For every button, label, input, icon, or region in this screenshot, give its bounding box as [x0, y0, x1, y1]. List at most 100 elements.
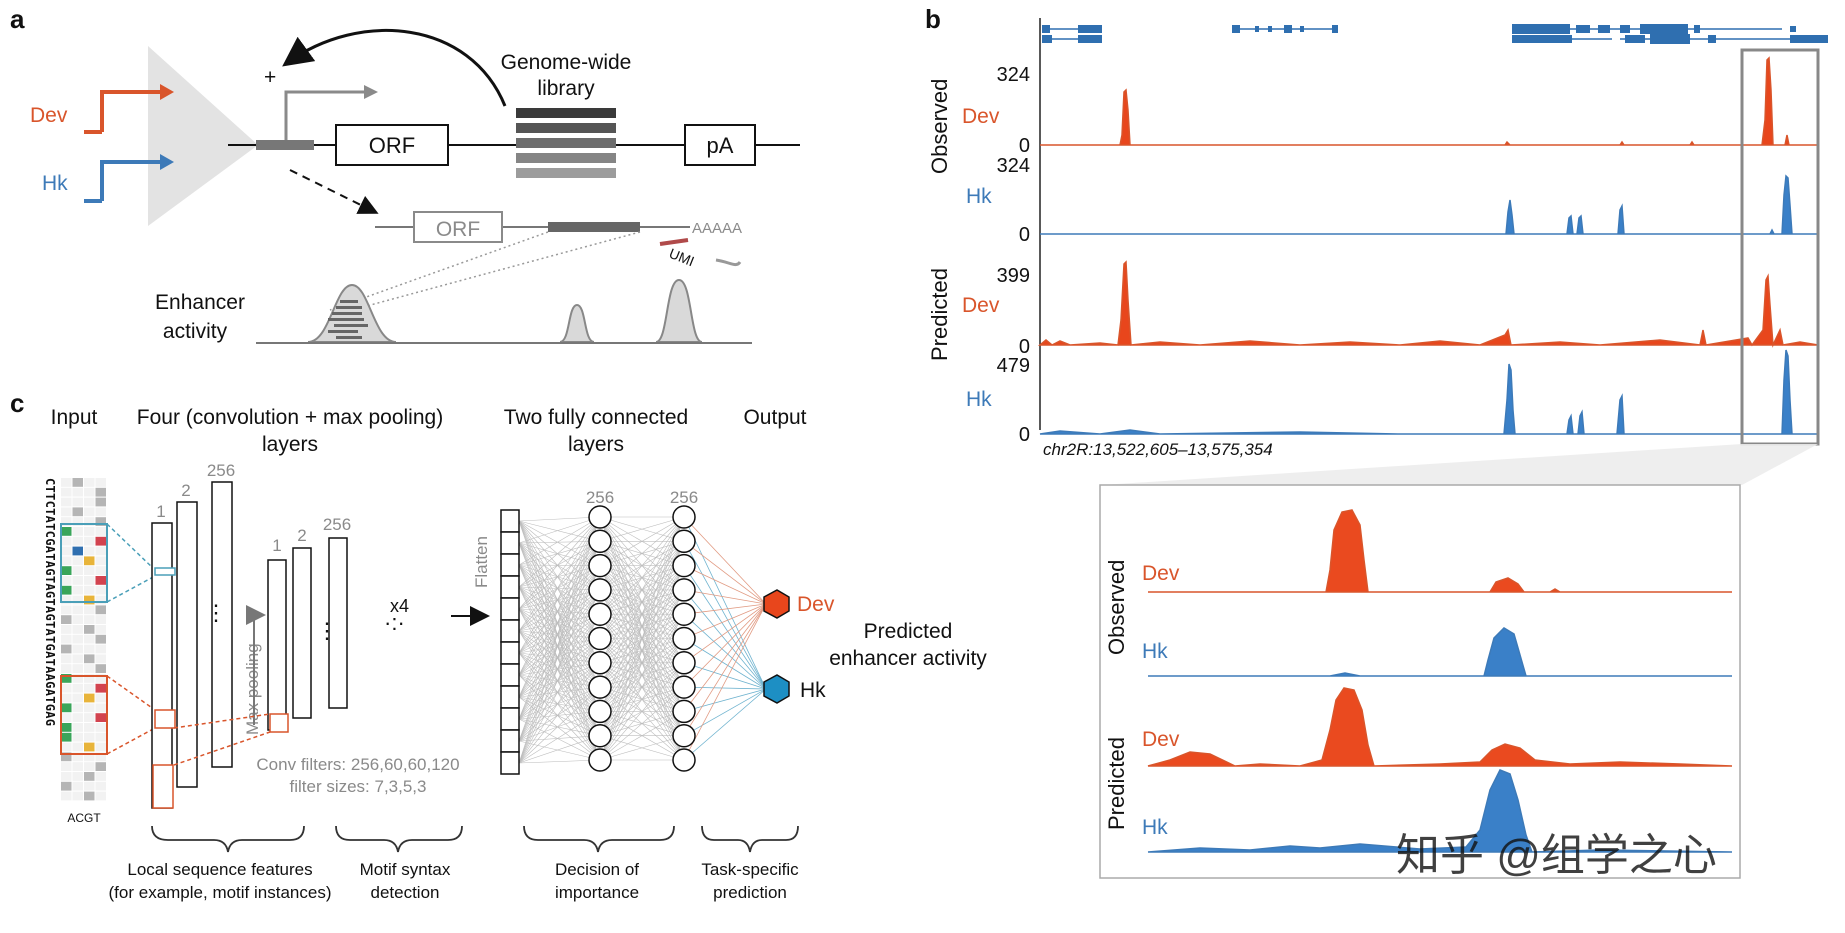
- one-hot-cell: [84, 791, 95, 801]
- one-hot-cell: [61, 595, 72, 605]
- brace1-line2: (for example, motif instances): [109, 883, 332, 902]
- one-hot-cell: [84, 507, 95, 517]
- filter-window-blue: [60, 523, 108, 603]
- one-hot-cell: [61, 527, 72, 536]
- flatten-unit: [500, 729, 520, 753]
- dense-neuron: [588, 651, 612, 675]
- obs-hk-track: [1040, 174, 1818, 235]
- hk-output-node: [763, 674, 790, 704]
- one-hot-cell: [72, 527, 83, 536]
- one-hot-cell: [84, 674, 95, 683]
- obs-dev-max: 324: [997, 64, 1030, 86]
- dense-neuron: [672, 578, 696, 602]
- dense-neuron: [588, 699, 612, 724]
- conv-filters-text: Conv filters: 256,60,60,120: [256, 755, 459, 774]
- filter-1-label: 1: [156, 502, 165, 521]
- one-hot-cell: [95, 478, 106, 487]
- one-hot-cell: [72, 615, 83, 624]
- zoom-dev-label: Dev: [1142, 562, 1180, 585]
- one-hot-cell: [72, 664, 83, 673]
- one-hot-cell: [84, 644, 95, 654]
- one-hot-cell: [95, 625, 106, 634]
- conv1-filter-256: [211, 481, 233, 768]
- x4-label: x4: [390, 596, 409, 616]
- dense-neuron: [588, 553, 612, 578]
- one-hot-cell: [84, 625, 95, 634]
- dense-neuron: [588, 723, 612, 748]
- one-hot-cell: [95, 576, 106, 585]
- dense-neuron: [672, 699, 696, 724]
- obs-dev-min: 0: [1019, 135, 1030, 157]
- orf-transcript-label: ORF: [436, 218, 480, 241]
- ellipsis-1: ⋮: [205, 600, 227, 625]
- one-hot-cell: [84, 576, 95, 585]
- braces: [151, 825, 799, 853]
- one-hot-cell: [95, 664, 106, 673]
- one-hot-cell: [61, 546, 72, 556]
- one-hot-cell: [61, 752, 72, 762]
- input-header: Input: [51, 406, 98, 429]
- one-hot-grid: [61, 478, 106, 801]
- one-hot-cell: [84, 556, 95, 566]
- one-hot-cell: [61, 683, 72, 693]
- filter-256-label: 256: [207, 461, 235, 480]
- hk-label: Hk: [42, 172, 68, 195]
- zoom-hk2-label: Hk: [1142, 816, 1168, 839]
- one-hot-cell: [95, 605, 106, 615]
- insertion-arrow-icon: [282, 29, 507, 107]
- out-dev-label: Dev: [797, 593, 835, 616]
- pred-hk-min: 0: [1019, 424, 1030, 446]
- one-hot-cell: [61, 693, 72, 703]
- library-line1: Genome-wide: [501, 51, 632, 74]
- one-hot-cell: [72, 517, 83, 526]
- one-hot-cell: [61, 732, 72, 742]
- hk-promoter-icon: [84, 160, 160, 203]
- flatten-unit: [500, 685, 520, 709]
- enhancer-triangle: [148, 46, 258, 226]
- one-hot-cell: [61, 478, 72, 487]
- dense-neuron: [672, 505, 696, 529]
- enhancer-line2: activity: [163, 320, 228, 343]
- one-hot-cell: [72, 536, 83, 546]
- one-hot-cell: [61, 644, 72, 654]
- fc2-size: 256: [670, 488, 698, 507]
- one-hot-cell: [84, 693, 95, 703]
- one-hot-cell: [84, 752, 95, 762]
- one-hot-cell: [72, 762, 83, 771]
- one-hot-cell: [61, 556, 72, 566]
- polya-label: AAAAA: [692, 220, 742, 237]
- dense-neuron: [672, 626, 696, 651]
- pred-hk-label: Hk: [966, 388, 992, 411]
- one-hot-cell: [95, 654, 106, 664]
- one-hot-cell: [72, 674, 83, 683]
- predicted-line2: enhancer activity: [829, 647, 987, 670]
- zoom-pred-hk-track: [1147, 769, 1733, 853]
- one-hot-cell: [95, 723, 106, 732]
- out-hk-label: Hk: [800, 679, 826, 702]
- zoom-pred-dev-track: [1147, 687, 1733, 767]
- one-hot-cell: [95, 752, 106, 762]
- one-hot-cell: [72, 791, 83, 801]
- dense-neuron: [672, 553, 696, 578]
- one-hot-cell: [95, 703, 106, 713]
- one-hot-cell: [72, 693, 83, 703]
- dense-neuron: [672, 723, 696, 748]
- flatten-unit: [500, 597, 520, 621]
- one-hot-cell: [84, 762, 95, 771]
- ellipsis-3: ·:·: [384, 610, 405, 635]
- plus-sign: +: [264, 66, 276, 89]
- orf-box: [335, 124, 449, 166]
- one-hot-cell: [84, 546, 95, 556]
- one-hot-cell: [72, 654, 83, 664]
- dense-neuron: [672, 602, 696, 626]
- brace4-line1: Task-specific: [701, 860, 799, 879]
- one-hot-cell: [72, 625, 83, 634]
- dense-neuron: [672, 529, 696, 554]
- filter-1b-label: 1: [272, 536, 281, 555]
- one-hot-cell: [61, 654, 72, 664]
- one-hot-cell: [95, 674, 106, 683]
- one-hot-cell: [84, 654, 95, 664]
- enhancer-line1: Enhancer: [155, 291, 245, 314]
- filter-sizes-text: filter sizes: 7,3,5,3: [289, 777, 426, 796]
- filter-256b-label: 256: [323, 515, 351, 534]
